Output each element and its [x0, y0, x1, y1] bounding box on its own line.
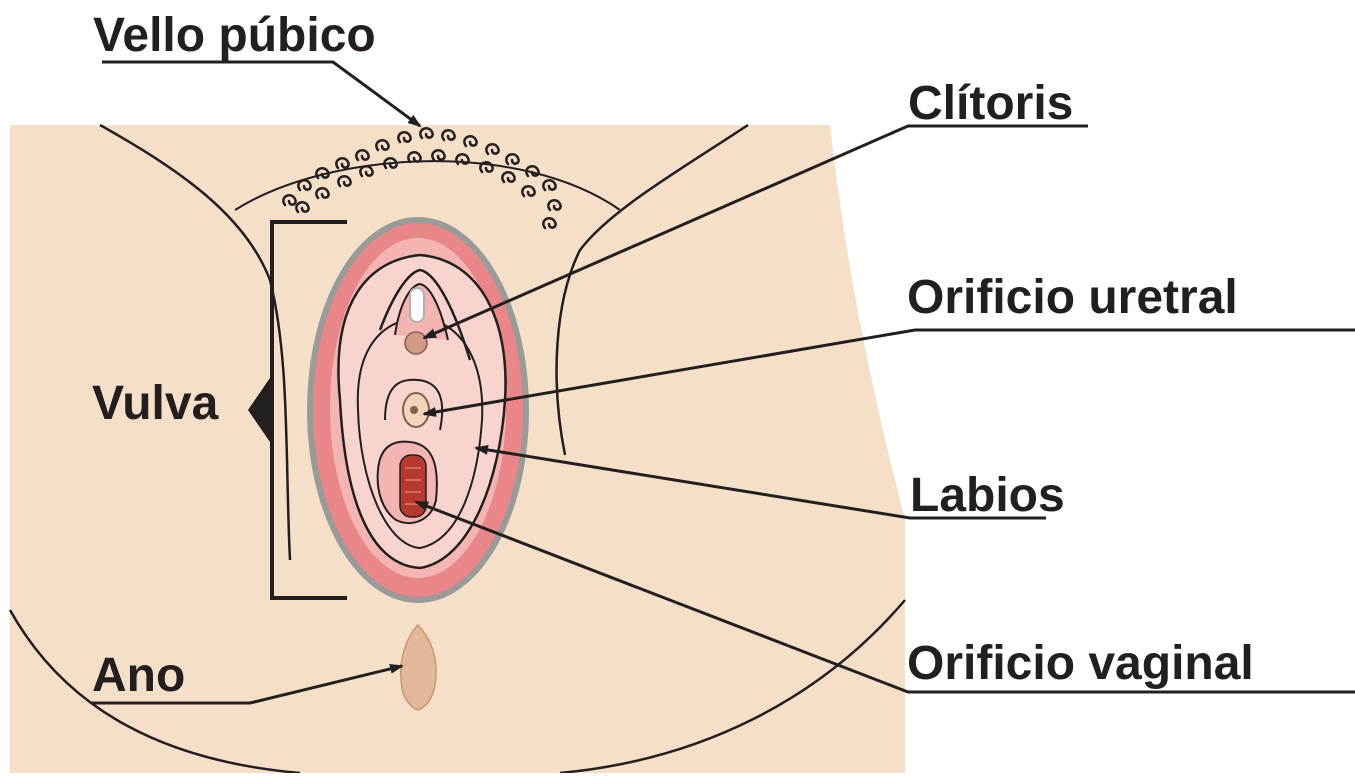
label-ano: Ano — [92, 652, 185, 700]
label-orificio-vaginal: Orificio vaginal — [907, 640, 1254, 688]
vulva-illustration — [310, 220, 526, 600]
vello-leader — [102, 62, 420, 126]
label-orificio-uretral: Orificio uretral — [907, 274, 1238, 322]
label-vulva: Vulva — [92, 380, 218, 428]
label-vello-pubico: Vello púbico — [93, 12, 376, 60]
label-clitoris: Clítoris — [908, 80, 1073, 128]
label-labios: Labios — [910, 472, 1065, 520]
